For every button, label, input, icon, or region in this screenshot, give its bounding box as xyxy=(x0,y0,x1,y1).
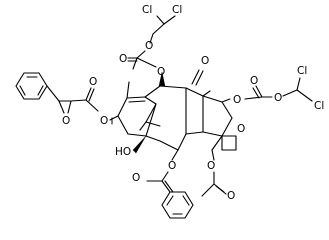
atom-label-cl-1: Cl xyxy=(142,4,152,16)
atom-label-o-acetate: O xyxy=(207,160,215,172)
atom-label-o-ketone: O xyxy=(201,55,209,67)
atom-label-o-benzoate: O xyxy=(168,160,176,172)
atom-label-o-acetate-carbonyl: O xyxy=(227,190,235,202)
atom-label-o-carbonate-top-3: O xyxy=(157,66,165,78)
atom-label-cl-3: Cl xyxy=(297,65,307,77)
atom-label-o-carbonate-right-1: O xyxy=(274,92,282,104)
benzoate-group: O xyxy=(132,171,194,219)
acetate-group: O xyxy=(201,171,235,202)
atom-label-ho: HO xyxy=(115,146,131,158)
atom-label-cl-4: Cl xyxy=(314,100,324,112)
atom-label-o-carbonate-right-3: O xyxy=(233,94,241,106)
atom-label-o-ester-left-carbonyl: O xyxy=(89,76,97,88)
atom-label-o-carbonate-top-2: O xyxy=(119,53,127,65)
right-dichloromethyl-carbonate: Cl Cl O O O xyxy=(233,65,324,112)
atom-label-o-ester-left: O xyxy=(100,115,108,127)
atom-label-o-oxetane: O xyxy=(237,123,245,135)
atom-label-o-carbonate-top-1: O xyxy=(145,40,153,52)
atom-label-cl-2: Cl xyxy=(172,4,182,16)
atom-label-o-benzoate-carbonyl: O xyxy=(132,172,140,184)
atom-label-o-epoxide: O xyxy=(62,115,70,127)
taxane-core: O HO O O xyxy=(115,71,245,172)
atom-label-o-carbonate-right-2: O xyxy=(250,75,258,87)
top-dichloromethyl-carbonate: Cl Cl O O O xyxy=(119,4,182,78)
phenyl-epoxide-ester: O O O xyxy=(15,72,119,127)
